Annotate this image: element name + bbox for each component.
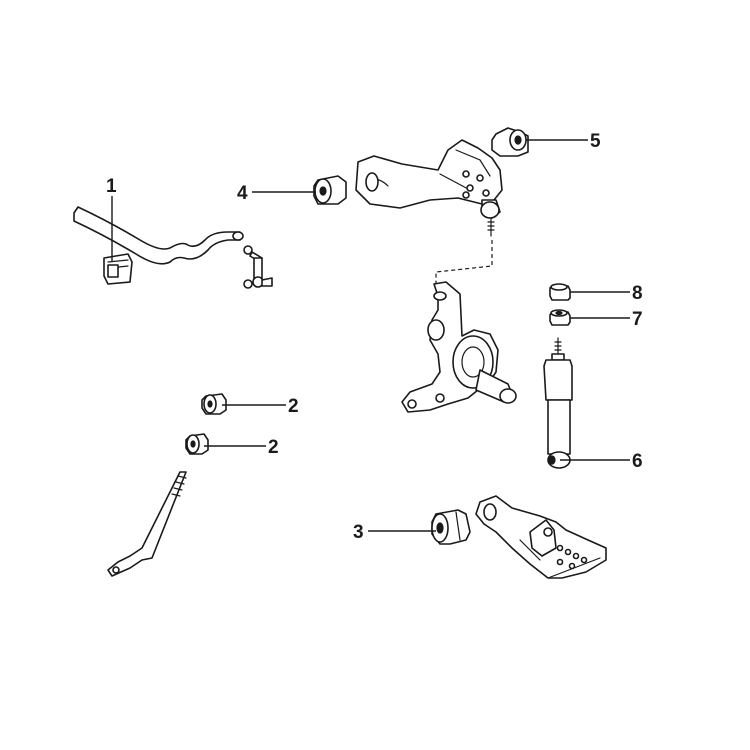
callout-2-lower: 2	[268, 437, 279, 458]
callout-6: 6	[632, 451, 643, 472]
callout-3: 3	[353, 522, 364, 543]
callout-7: 7	[632, 309, 643, 330]
lower-control-arm	[475, 495, 607, 579]
shock-bushing-lower[interactable]	[549, 309, 571, 326]
strut-rod-bushing-lower[interactable]	[185, 433, 209, 455]
upper-control-arm	[355, 139, 503, 237]
strut-rod-bushing-upper[interactable]	[201, 393, 227, 415]
stabilizer-link	[243, 245, 273, 289]
strut-rod	[107, 471, 187, 577]
callout-2-upper: 2	[288, 396, 299, 417]
callout-8: 8	[632, 283, 643, 304]
assembly-guide-line	[435, 240, 493, 284]
lower-arm-bushing[interactable]	[431, 509, 471, 545]
stabilizer-bar-bushing[interactable]	[103, 253, 133, 285]
callout-1: 1	[106, 176, 117, 197]
steering-knuckle	[401, 281, 517, 413]
shock-absorber[interactable]	[543, 337, 573, 469]
callout-4: 4	[237, 183, 248, 204]
upper-arm-bushing-front[interactable]	[313, 175, 347, 205]
callout-5: 5	[590, 131, 601, 152]
shock-bushing-upper[interactable]	[549, 283, 571, 301]
upper-arm-bushing-rear[interactable]	[491, 127, 529, 157]
leader-lines	[111, 139, 630, 532]
stabilizer-bar	[73, 206, 244, 265]
